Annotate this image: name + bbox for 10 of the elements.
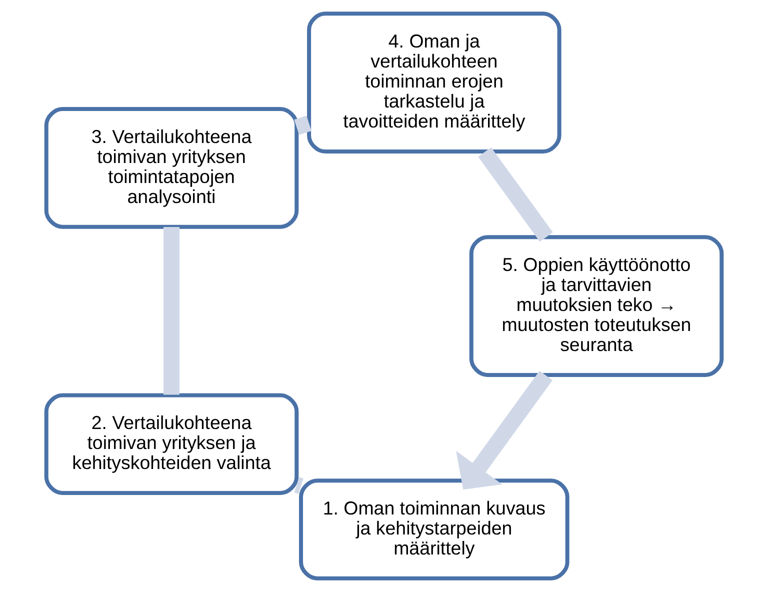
node-box: 5. Oppien käyttöönotto ja tarvittavien muutoksien teko → muutosten toteutuksen seuranta: [469, 235, 724, 377]
node-box: 3. Vertailukohteena toimivan yrityksen toimintatapojen analysointi: [44, 107, 299, 229]
connector: [478, 147, 553, 242]
connector: [294, 477, 304, 494]
arrow: [456, 370, 553, 490]
connector: [294, 116, 312, 135]
node-box: 4. Oman ja vertailukohteen toiminnan erojen tarkastelu ja tavoitteiden määrittely: [307, 12, 562, 154]
node-box: 2. Vertailukohteena toimivan yrityksen ja kehityskohteiden valinta: [44, 393, 299, 495]
connector: [163, 226, 180, 395]
node-box: 1. Oman toiminnan kuvaus ja kehitystarpeiden määrittely: [299, 478, 570, 580]
